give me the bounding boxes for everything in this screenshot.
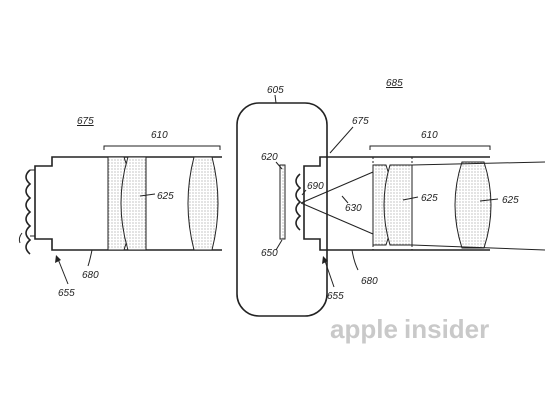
- leader-left-680: [87, 249, 93, 267]
- watermark-apple: apple: [330, 314, 398, 344]
- label-left-610: 610: [151, 130, 168, 141]
- left-housing-step: [34, 156, 222, 251]
- label-left-680: 680: [82, 270, 99, 281]
- label-right-685: 685: [386, 78, 403, 89]
- leader-right-680: [351, 249, 359, 271]
- appleinsider-watermark: apple insider: [330, 314, 489, 344]
- left-lens-3: [187, 156, 219, 251]
- right-bracket-610: [369, 145, 491, 150]
- left-bracket-610: [103, 145, 221, 150]
- arrowhead-left-655: [55, 255, 61, 263]
- label-left-675: 675: [77, 116, 94, 127]
- label-left-625: 625: [157, 191, 174, 202]
- leader-605: [274, 94, 277, 104]
- leader-left-625: [139, 193, 156, 197]
- leader-620: [275, 161, 283, 170]
- left-array-tail: [18, 232, 23, 244]
- label-right-630: 630: [345, 203, 362, 214]
- leader-right-625b: [479, 198, 499, 202]
- label-left-655: 655: [58, 288, 75, 299]
- label-right-655: 655: [327, 291, 344, 302]
- right-scalloped-lens-array: [295, 173, 302, 231]
- right-housing-step: [303, 156, 327, 251]
- left-scalloped-lens-array: [25, 169, 32, 255]
- light-cone: [300, 171, 374, 235]
- label-center-620: 620: [261, 152, 278, 163]
- leader-right-625a: [402, 196, 419, 201]
- label-right-690: 690: [307, 181, 324, 192]
- left-lens-assembly: 610 675 625 680 655: [18, 116, 222, 299]
- left-lens-2: [120, 156, 147, 251]
- arrow-right-655: [324, 260, 335, 288]
- right-lens-2: [383, 164, 413, 246]
- watermark-insider: insider: [404, 314, 489, 344]
- label-right-680: 680: [361, 276, 378, 287]
- right-lens-3: [454, 161, 492, 249]
- image-sensor: [279, 164, 286, 240]
- label-right-625b: 625: [502, 195, 519, 206]
- device-housing: [236, 102, 328, 317]
- right-light-beams: [411, 161, 546, 251]
- label-center-650: 650: [261, 248, 278, 259]
- leader-630: [341, 195, 349, 204]
- label-right-610: 610: [421, 130, 438, 141]
- label-center-605: 605: [267, 85, 284, 96]
- label-right-675: 675: [352, 116, 369, 127]
- leader-690: [301, 189, 307, 196]
- center-device-body: 605 620 650: [236, 85, 328, 317]
- leader-right-675: [329, 126, 354, 154]
- arrow-left-655: [57, 258, 69, 285]
- arrowhead-right-655: [322, 256, 328, 264]
- leader-650: [275, 239, 283, 251]
- right-lens-assembly: 685 610 675 690 630 625 625: [295, 78, 546, 302]
- label-right-625a: 625: [421, 193, 438, 204]
